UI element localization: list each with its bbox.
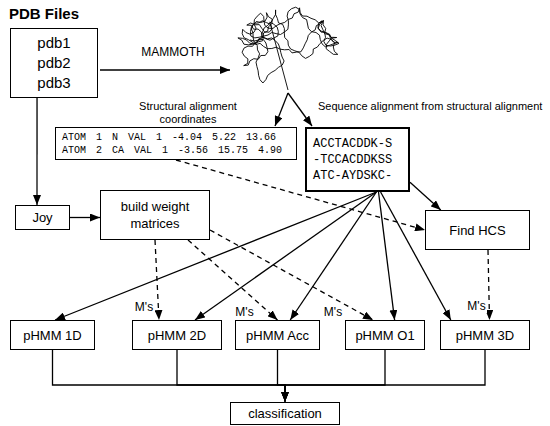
matrix-label: M's bbox=[234, 306, 254, 319]
arrow bbox=[285, 350, 485, 402]
box-label: pHMM 3D bbox=[456, 327, 515, 344]
arrow bbox=[290, 192, 376, 320]
tool-label: MAMMOTH bbox=[128, 46, 218, 59]
box-label: pHMM O1 bbox=[355, 327, 414, 344]
box-label: Find HCS bbox=[449, 222, 505, 239]
coordinate-box: ATOM 1 N VAL 1 -4.04 5.22 13.66ATOM 2 CA… bbox=[55, 127, 297, 160]
sequence-alignment-box: ACCTACDDK-S-TCCACDDKSSATC-AYDSKC- bbox=[305, 127, 410, 192]
matrix-label: M's bbox=[323, 306, 343, 319]
file-box: PDB Filespdb1pdb2pdb3 bbox=[10, 28, 98, 98]
dashed-arrow bbox=[188, 240, 278, 320]
arrow-label: Structural alignment coordinates bbox=[118, 100, 258, 126]
dashed-arrow bbox=[210, 230, 373, 320]
arrow-label: Sequence alignment from structural align… bbox=[318, 100, 546, 113]
box-label: pdb3 bbox=[37, 73, 70, 93]
model-box: pHMM Acc bbox=[235, 320, 320, 350]
process-box: build weight matrices bbox=[100, 190, 210, 240]
mammoth-arrow bbox=[100, 69, 230, 70]
matrix-label: M's bbox=[466, 300, 486, 313]
process-box: Joy bbox=[15, 205, 70, 230]
arrow bbox=[177, 350, 285, 402]
box-label: Joy bbox=[32, 209, 52, 226]
dashed-arrow bbox=[155, 240, 159, 320]
sequence-arrow bbox=[288, 93, 312, 126]
box-label: pdb2 bbox=[37, 53, 70, 73]
code-line: ACCTACDDK-S bbox=[313, 136, 392, 152]
arrow bbox=[379, 192, 395, 320]
box-label: pHMM Acc bbox=[246, 327, 309, 344]
output-box: classification bbox=[230, 402, 340, 425]
model-box: pHMM O1 bbox=[345, 320, 425, 350]
model-box: pHMM 3D bbox=[440, 320, 530, 350]
arrow bbox=[53, 350, 286, 402]
arrow bbox=[195, 192, 376, 320]
code-line: -TCCACDDKSS bbox=[313, 152, 392, 168]
arrow bbox=[36, 98, 37, 205]
model-box: pHMM 1D bbox=[10, 320, 95, 350]
matrix-label: M's bbox=[134, 301, 154, 314]
group-heading: PDB Files bbox=[9, 5, 79, 22]
protein-backbone bbox=[238, 7, 339, 90]
code-line: ATC-AYDSKC- bbox=[313, 168, 392, 184]
code-line: ATOM 2 CA VAL 1 -3.56 15.75 4.90 bbox=[62, 144, 282, 157]
arrow bbox=[278, 350, 286, 402]
arrow bbox=[285, 350, 385, 402]
box-label: classification bbox=[248, 405, 322, 422]
arrow bbox=[410, 182, 441, 210]
box-label: build weight matrices bbox=[107, 198, 203, 232]
arrow bbox=[70, 217, 100, 218]
dashed-arrow bbox=[488, 250, 490, 320]
structure-arrow bbox=[275, 93, 288, 126]
box-label: pdb1 bbox=[37, 33, 70, 53]
box-label: pHMM 1D bbox=[23, 327, 82, 344]
model-box: pHMM 2D bbox=[132, 320, 222, 350]
dashed-arrow bbox=[176, 160, 425, 230]
box-label: pHMM 2D bbox=[148, 327, 207, 344]
code-line: ATOM 1 N VAL 1 -4.04 5.22 13.66 bbox=[62, 131, 276, 144]
process-box: Find HCS bbox=[425, 210, 530, 250]
